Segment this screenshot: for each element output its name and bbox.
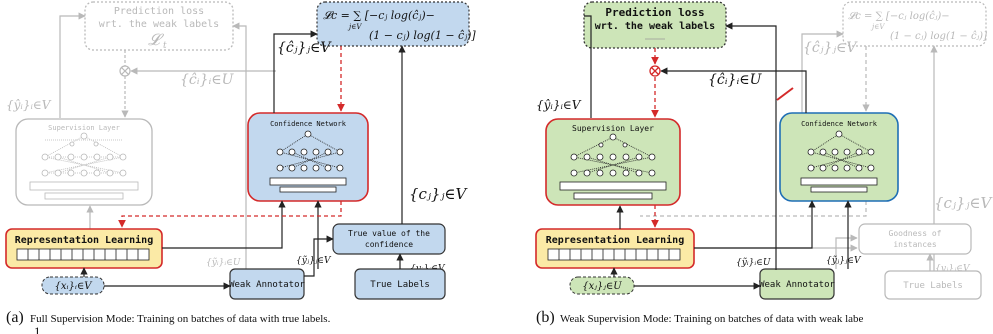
goodness-label: Goodness of [889, 229, 942, 238]
representation-learning-label: Representation Learning [546, 234, 684, 246]
confidence-network-b: Confidence Network [779, 112, 899, 202]
true-labels-label: True Labels [903, 281, 963, 291]
goodness-box-b: Goodness of instances [858, 223, 972, 255]
prediction-loss-box-b: Prediction loss wrt. the weak labels [583, 1, 727, 49]
caption-a-text: Full Supervision Mode: Training on batch… [30, 313, 331, 325]
y-hat-i-u-label: {ỹᵢ}ᵢ∈U [736, 257, 771, 268]
true-labels-label: True Labels [370, 280, 430, 290]
red-backprop-arrows-a [118, 46, 345, 228]
confidence-network-label: Confidence Network [270, 120, 347, 128]
lc-formula-line1: 𝓛c = ∑ [−cⱼ log(ĉⱼ)− [323, 9, 435, 22]
multiply-icon-a [119, 65, 131, 77]
prediction-loss-box-a: Prediction loss wrt. the weak labels 𝓛 t [84, 1, 234, 51]
caption-a-label: (a) [6, 309, 24, 326]
embedding-vector-icon [547, 248, 681, 261]
lc-loss-box-a: 𝓛c = ∑ [−cⱼ log(ĉⱼ)− j∈V (1 − cⱼ) log(1 … [316, 1, 476, 47]
confidence-network-label: Confidence Network [801, 120, 878, 128]
prediction-loss-label: Prediction loss [605, 6, 704, 19]
supervision-layer-label: Supervision Layer [572, 124, 654, 133]
goodness-label-2: instances [893, 240, 937, 249]
y-hat-i-u-label: {ỹᵢ}ᵢ∈U [206, 257, 241, 268]
x-j-label: {xⱼ}ⱼ∈U [582, 281, 622, 292]
lc-loss-box-b: 𝓛c = ∑ [−cⱼ log(ĉⱼ)− j∈V (1 − cⱼ) log(1 … [842, 1, 987, 47]
multiply-icon-b [649, 65, 661, 77]
y-j-label: {yⱼ}ⱼ∈V [935, 264, 971, 274]
true-value-box-a: True value of the confidence [332, 223, 446, 255]
representation-learning-label: Representation Learning [15, 234, 153, 246]
y-tilde-j-label: {ỹⱼ}ⱼ∈V [826, 255, 862, 266]
prediction-loss-label: Prediction loss [114, 6, 204, 17]
true-value-label-2: confidence [365, 240, 413, 249]
true-labels-b: True Labels [884, 270, 982, 300]
neural-net-icon [800, 130, 878, 193]
caption-b-label: (b) [536, 309, 555, 326]
c-hat-i-label: {ĉᵢ}ᵢ∈U [708, 72, 763, 88]
c-hat-i-label: {ĉᵢ}ᵢ∈U [180, 72, 235, 88]
panel-b: Prediction loss wrt. the weak labels 𝓛c … [535, 1, 993, 326]
gradient-stop-mark [776, 87, 794, 101]
prediction-loss-label-2: wrt. the weak labels [595, 21, 715, 32]
c-j-label: {cⱼ}ⱼ∈V [934, 194, 993, 212]
lc-formula-line2: (1 − cⱼ) log(1 − ĉⱼ)] [890, 31, 987, 42]
neural-net-icon [29, 132, 139, 200]
caption-a-overflow: 1 [34, 324, 41, 334]
y-hat-i-v-label: {ŷᵢ}ᵢ∈V [536, 98, 582, 112]
caption-b-text: Weak Supervision Mode: Training on batch… [560, 313, 864, 325]
lc-formula-line2: (1 − cⱼ) log(1 − ĉⱼ)] [369, 29, 476, 42]
true-labels-a: True Labels [354, 268, 446, 300]
panel-a: Prediction loss wrt. the weak labels 𝓛 t… [5, 1, 476, 334]
representation-learning-a: Representation Learning [5, 228, 163, 269]
c-j-label: {cⱼ}ⱼ∈V [409, 185, 469, 203]
weak-annotator-label: Weak Annotator [229, 280, 305, 290]
weak-annotator-a: Weak Annotator [229, 268, 306, 300]
black-arrows-b [584, 15, 852, 290]
prediction-loss-label-2: wrt. the weak labels [99, 19, 219, 30]
embedding-vector-icon [16, 248, 150, 261]
neural-net-icon [269, 130, 347, 193]
representation-learning-b: Representation Learning [535, 228, 695, 269]
supervision-layer-label: Supervision Layer [48, 124, 120, 132]
x-i-label: {xᵢ}ᵢ∈V [54, 281, 93, 292]
lc-sum-sub: j∈V [870, 23, 885, 31]
supervision-layer-b: Supervision Layer [545, 118, 681, 206]
input-x-a: {xᵢ}ᵢ∈V [41, 276, 105, 295]
black-arrows-a [80, 30, 406, 290]
loss-t-subscript: t [163, 41, 167, 51]
lc-formula-line1: 𝓛c = ∑ [−cⱼ log(ĉⱼ)− [848, 11, 950, 22]
neural-net-icon [559, 133, 667, 200]
true-value-label: True value of the [348, 229, 430, 238]
supervision-layer-a: Supervision Layer [15, 118, 153, 206]
y-hat-i-v-label: {ŷᵢ}ᵢ∈V [6, 98, 52, 112]
confidence-network-a: Confidence Network [247, 112, 369, 202]
gray-arrows-a [59, 12, 276, 270]
input-x-b: {xⱼ}ⱼ∈U [569, 276, 635, 295]
c-hat-j-label: {ĉⱼ}ⱼ∈V [277, 40, 332, 56]
weak-annotator-label: Weak Annotator [759, 280, 835, 290]
lc-sum-sub: j∈V [347, 23, 362, 31]
c-hat-j-label: {ĉⱼ}ⱼ∈V [803, 40, 858, 56]
weak-annotator-b: Weak Annotator [759, 268, 836, 300]
